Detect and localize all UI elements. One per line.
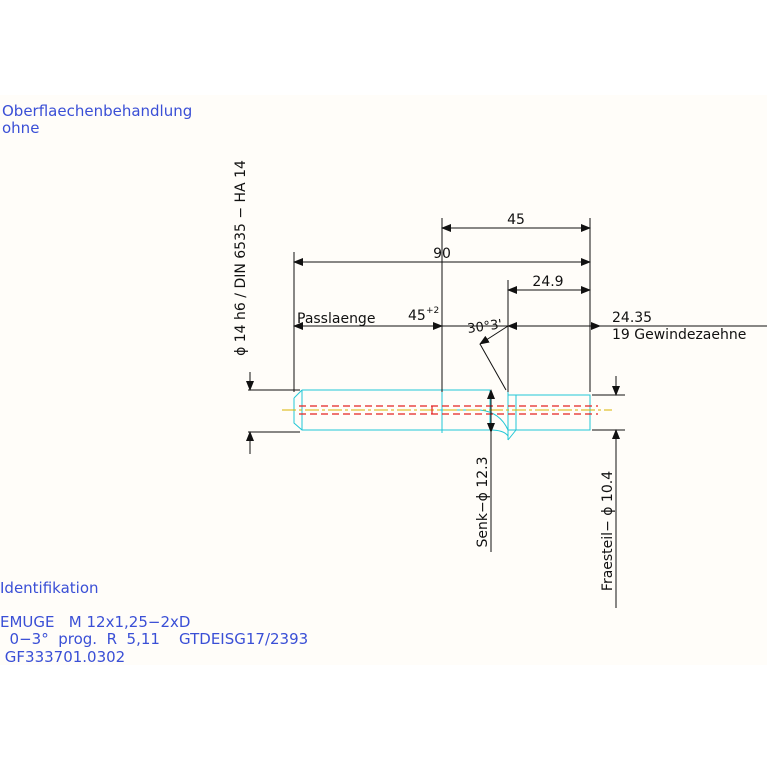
dimension-45: 45 xyxy=(507,212,525,228)
identification-line-1: EMUGE M 12x1,25−2xD xyxy=(0,613,191,631)
dimension-fit-length-value: 45 xyxy=(408,308,426,324)
dimension-thread-teeth: 19 Gewindezaehne xyxy=(612,327,746,343)
identification-title: Identifikation xyxy=(0,579,99,597)
dimension-90: 90 xyxy=(433,246,451,262)
dimension-24-9: 24.9 xyxy=(532,274,563,290)
surface-treatment-title: Oberflaechenbehandlung xyxy=(2,102,193,120)
drawing-area xyxy=(0,95,767,665)
identification-line-3: GF333701.0302 xyxy=(0,648,126,666)
dimension-fit-length-label: Passlaenge xyxy=(297,311,375,327)
dimension-angle: 30°3' xyxy=(466,317,503,337)
dimension-mill-part: Fraesteil− ϕ 10.4 xyxy=(600,471,616,591)
part-outline xyxy=(293,389,591,441)
coolant-bore-hidden-lines xyxy=(299,405,598,415)
dimension-shank-spec: ϕ 14 h6 / DIN 6535 − HA 14 xyxy=(233,160,249,356)
identification-line-2: 0−3° prog. R 5,11 GTDEISG17/2393 xyxy=(0,630,309,648)
dimension-fit-length-tolerance: +2 xyxy=(426,306,439,316)
dimension-thread-length: 24.35 xyxy=(612,310,652,326)
dimension-lines xyxy=(246,218,767,608)
surface-treatment-value: ohne xyxy=(2,119,40,137)
dimension-countersink: Senk−ϕ 12.3 xyxy=(475,456,491,547)
